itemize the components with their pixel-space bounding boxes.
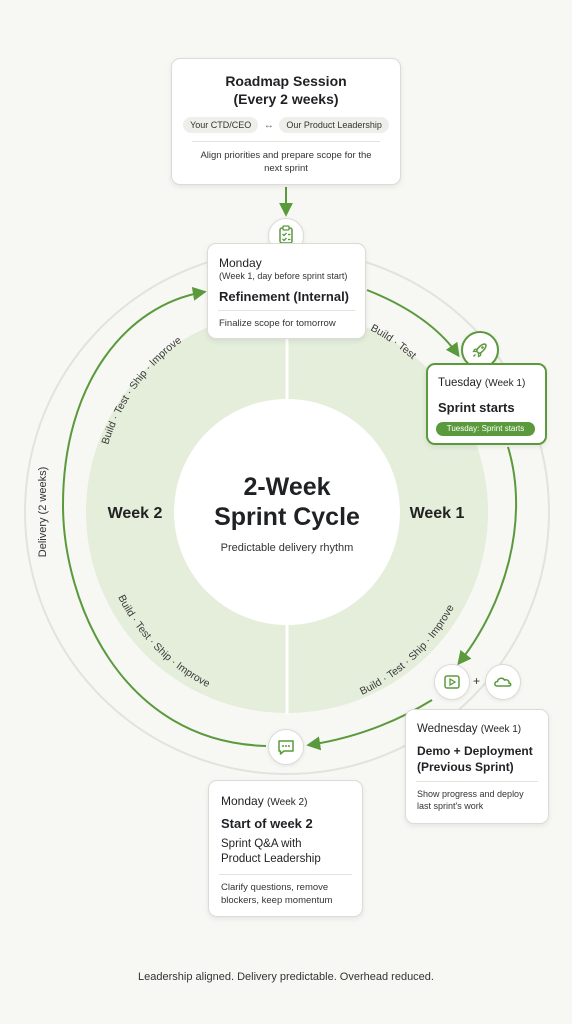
tuesday-card: Tuesday (Week 1) Sprint starts Tuesday: … bbox=[426, 363, 547, 445]
center-title-line2: Sprint Cycle bbox=[214, 503, 360, 531]
party-right-pill: Our Product Leadership bbox=[279, 117, 389, 133]
week2-label: Week 2 bbox=[108, 505, 163, 522]
plus-sign: + bbox=[473, 674, 481, 688]
tuesday-day: Tuesday bbox=[438, 377, 482, 389]
monday-w2-day: Monday bbox=[221, 794, 264, 808]
monday-week1-card: Monday (Week 1, day before sprint start)… bbox=[207, 243, 366, 339]
week1-label: Week 1 bbox=[410, 505, 465, 522]
wednesday-day: Wednesday bbox=[417, 723, 478, 735]
monday-w1-desc: Finalize scope for tomorrow bbox=[219, 318, 336, 329]
wednesday-card: Wednesday (Week 1) Demo + Deployment (Pr… bbox=[405, 709, 549, 824]
tuesday-title: Sprint starts bbox=[438, 400, 515, 415]
wednesday-title-line1: Demo + Deployment bbox=[417, 744, 533, 758]
roadmap-desc-line1: Align priorities and prepare scope for t… bbox=[200, 150, 372, 161]
wednesday-week: (Week 1) bbox=[480, 724, 522, 735]
arrow-monday-to-tuesday bbox=[366, 289, 460, 358]
monday-w2-desc-line2: blockers, keep momentum bbox=[221, 895, 333, 906]
play-icon bbox=[434, 664, 470, 700]
footer-tagline: Leadership aligned. Delivery predictable… bbox=[138, 971, 434, 983]
monday-w1-title: Refinement (Internal) bbox=[219, 289, 350, 304]
wednesday-title-line2: (Previous Sprint) bbox=[417, 760, 514, 774]
monday-w2-week: (Week 2) bbox=[267, 797, 308, 808]
monday-w2-sub-line2: Product Leadership bbox=[221, 853, 321, 865]
roadmap-session-card: Roadmap Session (Every 2 weeks) Your CTD… bbox=[171, 58, 401, 185]
tuesday-day-line: Tuesday (Week 1) bbox=[438, 377, 525, 389]
monday-week2-card: Monday (Week 2) Start of week 2 Sprint Q… bbox=[208, 780, 363, 917]
monday-w2-title: Start of week 2 bbox=[221, 816, 313, 831]
arrow-delivery-loop bbox=[61, 286, 267, 747]
cloud-icon bbox=[485, 664, 521, 700]
monday-w2-sub-line1: Sprint Q&A with bbox=[221, 838, 302, 850]
monday-w2-divider bbox=[219, 874, 352, 875]
monday-w2-day-line: Monday (Week 2) bbox=[221, 794, 307, 808]
monday-w1-divider bbox=[218, 310, 355, 311]
wednesday-divider bbox=[416, 781, 538, 782]
monday-w1-note: (Week 1, day before sprint start) bbox=[219, 271, 348, 281]
wednesday-day-line: Wednesday (Week 1) bbox=[417, 723, 521, 735]
delivery-label: Delivery (2 weeks) bbox=[37, 467, 49, 557]
roadmap-divider bbox=[192, 141, 380, 142]
roadmap-title-line1: Roadmap Session bbox=[225, 73, 347, 89]
rocket-icon bbox=[461, 331, 499, 369]
tuesday-badge: Tuesday: Sprint starts bbox=[436, 422, 535, 436]
wednesday-desc-line2: last sprint's work bbox=[417, 801, 484, 811]
chat-bubble-icon bbox=[268, 729, 304, 765]
bidirectional-arrow-icon: ↔ bbox=[263, 120, 274, 131]
tuesday-week: (Week 1) bbox=[484, 378, 526, 389]
center-disc bbox=[174, 399, 400, 625]
center-title-line1: 2-Week bbox=[243, 473, 330, 501]
center-subtitle: Predictable delivery rhythm bbox=[221, 542, 354, 554]
wednesday-desc-line1: Show progress and deploy bbox=[417, 789, 524, 799]
roadmap-desc-line2: next sprint bbox=[264, 163, 308, 174]
arrow-wednesday-to-monday2 bbox=[306, 699, 433, 751]
roadmap-title-line2: (Every 2 weeks) bbox=[233, 91, 339, 107]
arrow-tuesday-to-wednesday bbox=[457, 446, 518, 666]
party-left-pill: Your CTD/CEO bbox=[183, 117, 259, 133]
roadmap-parties: Your CTD/CEO ↔ Our Product Leadership bbox=[172, 117, 400, 133]
monday-w2-desc-line1: Clarify questions, remove bbox=[221, 882, 329, 893]
monday-w1-day: Monday bbox=[219, 256, 262, 270]
